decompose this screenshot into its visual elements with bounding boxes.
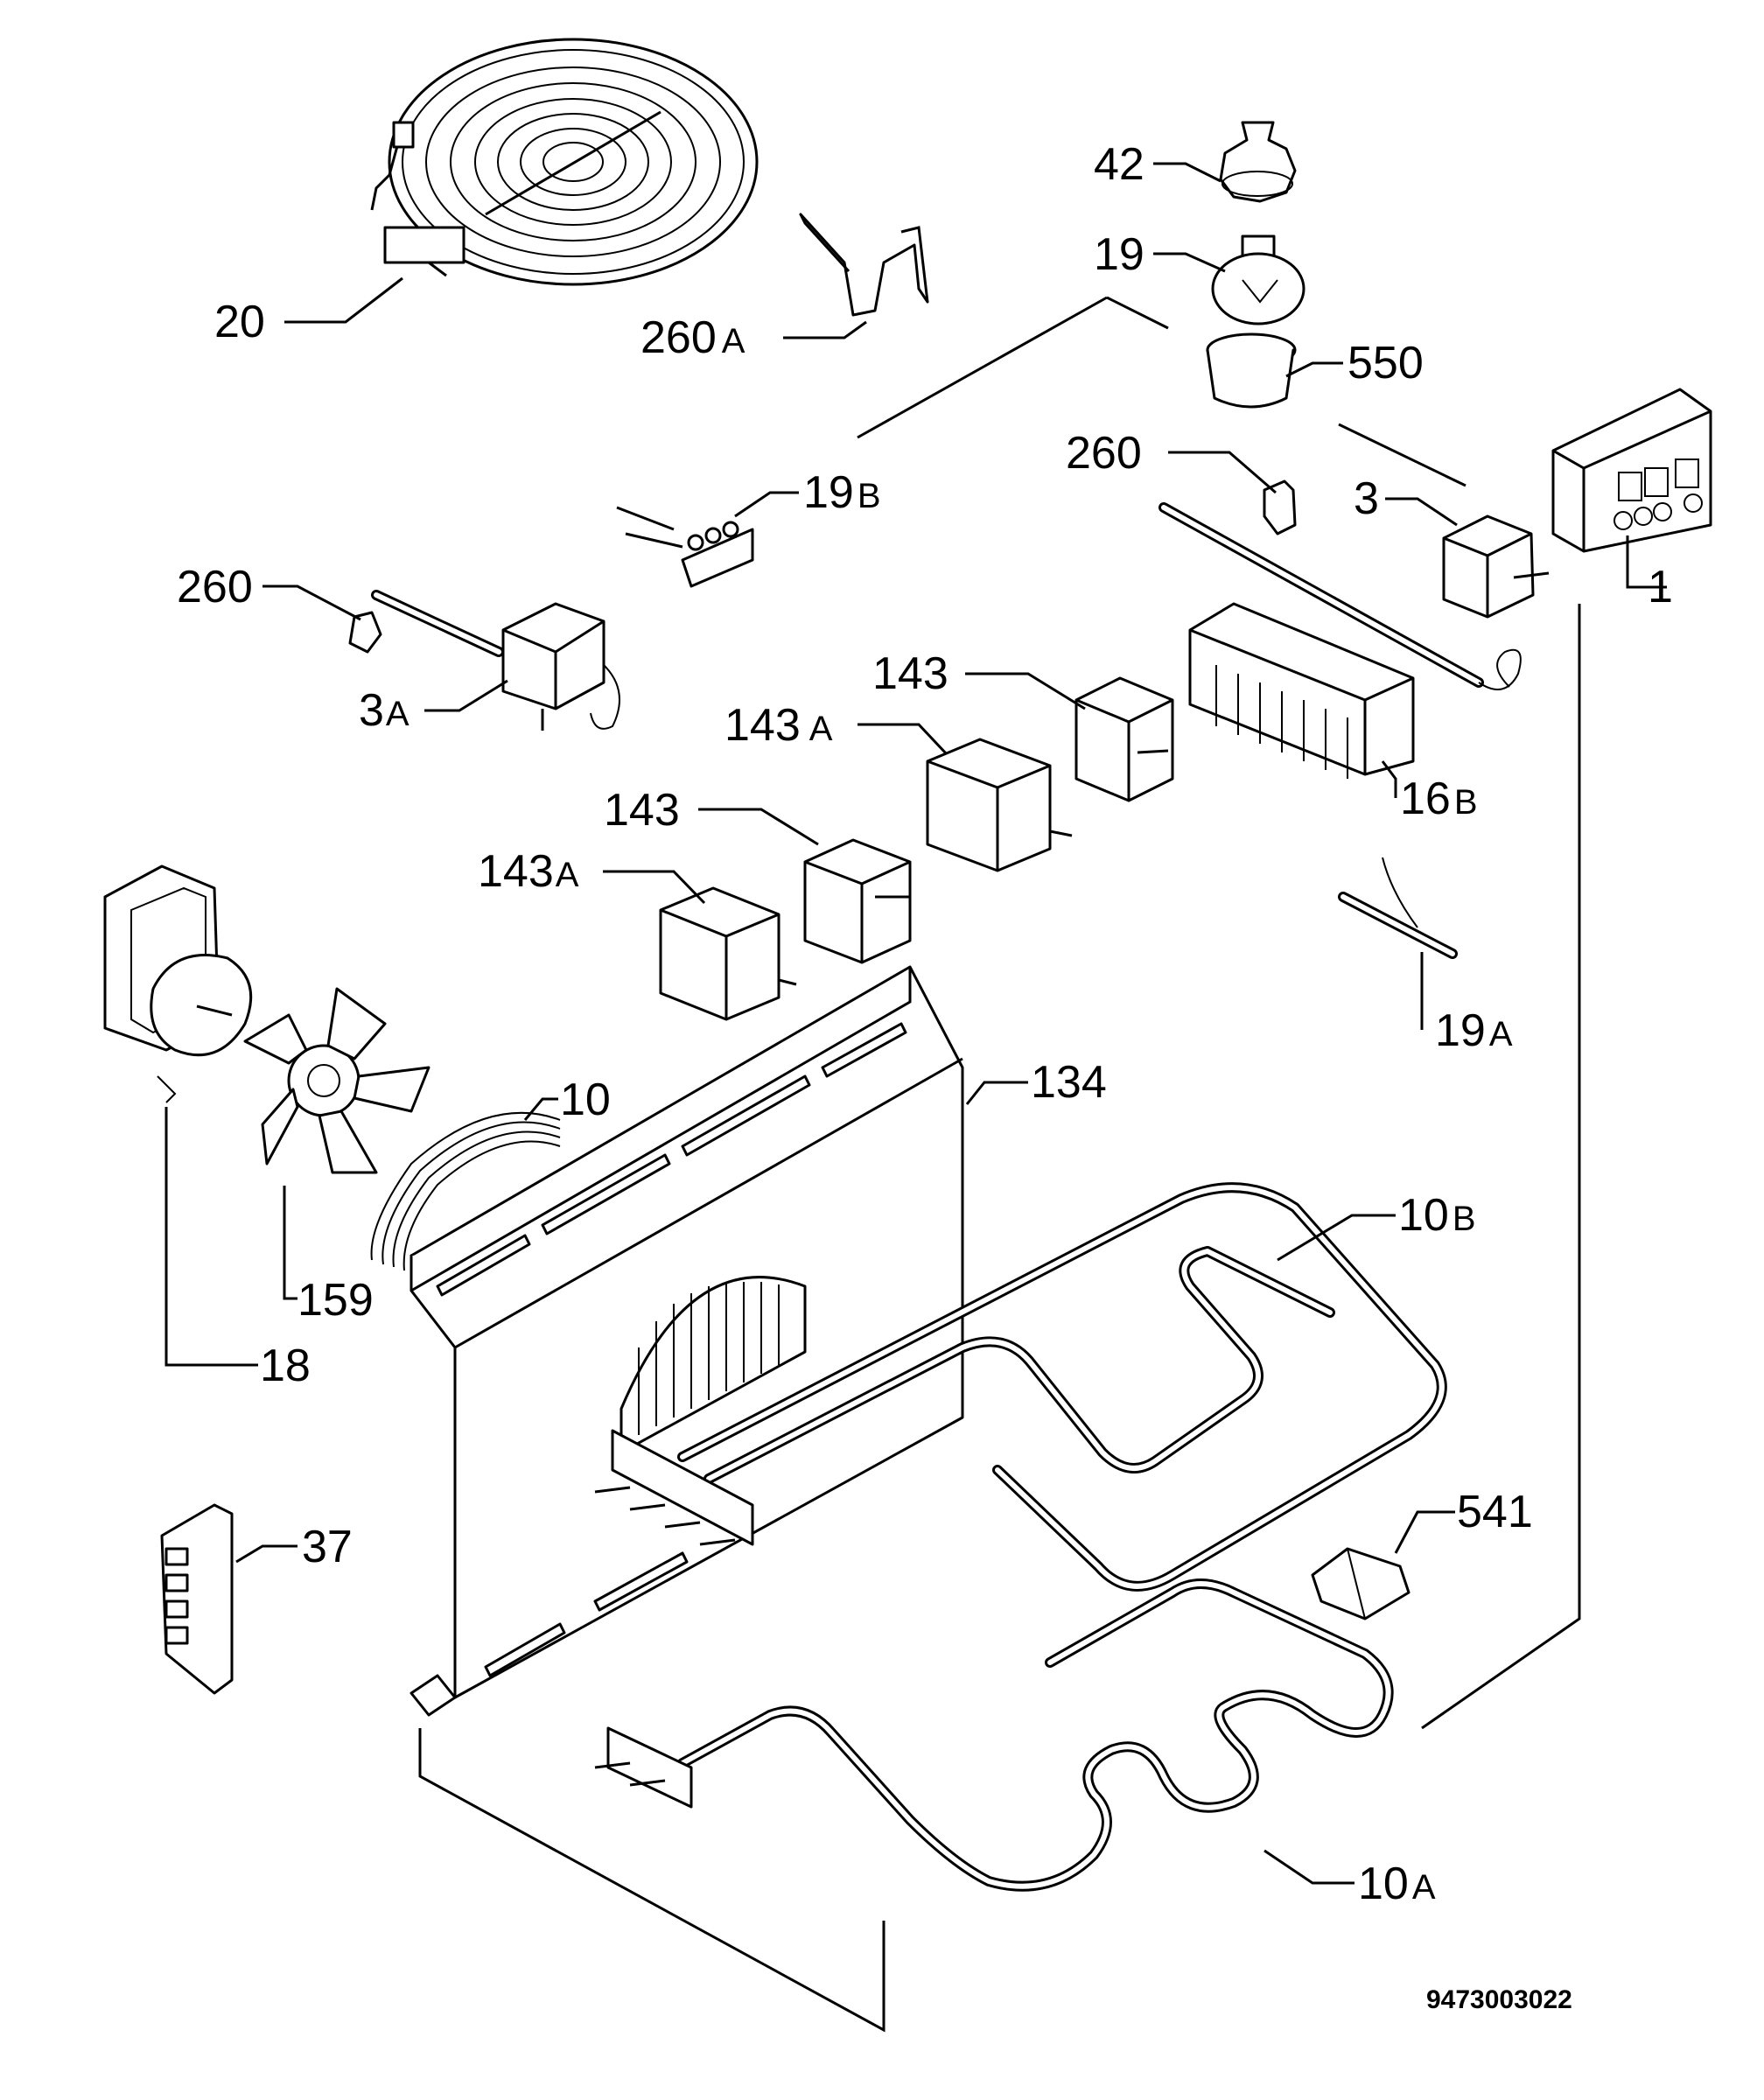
part-bracket-260A [799,213,929,317]
part-lamp-cover [1219,121,1297,203]
part-regulator-143A-lower [659,886,797,1021]
label-260-left: 260 [177,562,253,612]
label-3: 3 [1354,473,1379,524]
part-lamp-bulb [1211,234,1306,326]
label-143-upper: 143 [872,648,948,699]
label-20: 20 [214,297,265,347]
part-grill-element [594,1182,1447,1592]
label-159: 159 [298,1275,374,1326]
label-541: 541 [1457,1487,1533,1537]
label-3A: 3A [359,685,410,736]
label-42: 42 [1094,139,1144,190]
part-thermostat-3A [371,590,620,731]
part-clip-260-left [348,611,382,654]
drawing-number: 9473003022 [1426,1985,1572,2014]
part-circular-element [370,1111,561,1271]
label-10: 10 [560,1074,611,1125]
part-fan-blade [243,987,430,1174]
label-143A-lower: 143A [478,846,579,897]
label-37: 37 [302,1522,353,1572]
part-bottom-element [594,1578,1394,1892]
part-clip-260-right [1263,480,1297,536]
part-timer-module [1551,388,1712,553]
label-18: 18 [260,1340,311,1391]
part-terminal-strip [160,1503,234,1695]
part-regulator-143-upper [1074,676,1174,802]
label-260-right: 260 [1066,428,1142,479]
label-143-lower: 143 [604,785,680,836]
label-1: 1 [1648,562,1673,612]
part-lamp-holder [1206,332,1297,409]
part-terminal-19B [616,506,754,588]
part-sensor-probe [1338,857,1458,959]
part-hob-radiant-element [370,38,759,286]
part-clip-541 [1311,1547,1410,1620]
part-regulator-143-lower [803,838,912,964]
part-back-panel [410,965,964,1717]
part-fan-motor [103,864,253,1103]
label-134: 134 [1031,1057,1107,1108]
label-550: 550 [1348,338,1424,388]
callout-leaders [164,162,1667,1885]
label-19: 19 [1094,229,1144,280]
part-function-switch [1188,602,1415,779]
housing-outline [418,296,1581,2033]
part-regulator-143A-upper [926,738,1073,872]
part-thermostat-3 [1158,502,1550,690]
